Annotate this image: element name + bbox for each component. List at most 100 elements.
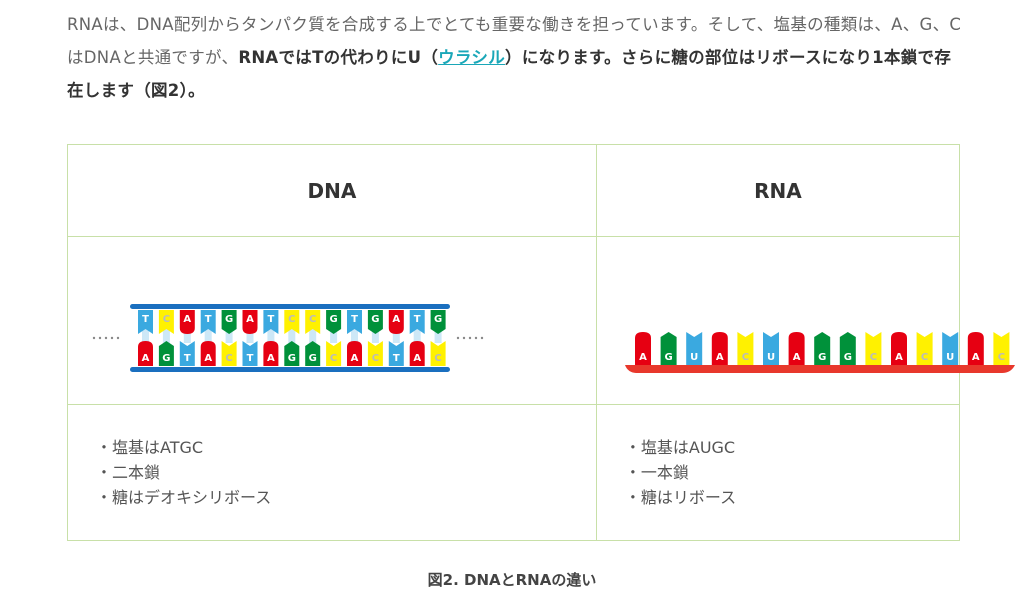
base-letter: A — [183, 314, 191, 325]
base-letter: A — [413, 353, 421, 364]
base-letter: G — [371, 314, 379, 325]
dots-left — [116, 336, 120, 340]
base-A-shape — [890, 332, 907, 365]
base-letter: A — [639, 352, 647, 363]
base-letter: C — [372, 353, 379, 364]
base-letter: A — [793, 352, 801, 363]
hydrogen-bond — [288, 329, 296, 343]
dna-features: ・塩基はATGC ・二本鎖 ・糖はデオキシリボース — [67, 404, 597, 541]
hydrogen-bond — [371, 329, 379, 343]
base-letter: C — [309, 314, 316, 325]
dots-left — [98, 336, 102, 340]
base-T-shape — [179, 341, 195, 366]
dots-right — [456, 336, 460, 340]
base-letter: G — [434, 314, 442, 325]
para-bold-1: RNAではTの代わりにU（ — [238, 48, 439, 67]
base-A-shape — [138, 341, 153, 366]
hydrogen-bond — [351, 329, 358, 343]
base-letter: C — [434, 353, 441, 364]
base-C-shape — [865, 332, 882, 365]
base-A-shape — [634, 332, 651, 365]
base-letter: T — [393, 353, 400, 364]
base-letter: G — [844, 352, 852, 363]
hydrogen-bond — [309, 329, 317, 343]
base-U-shape — [686, 332, 703, 365]
dots-right — [462, 336, 466, 340]
base-letter: A — [246, 314, 254, 325]
base-letter: A — [142, 353, 150, 364]
dna-top-backbone — [130, 304, 450, 309]
dna-feature-item: ・糖はデオキシリボース — [96, 488, 272, 507]
base-G-shape — [367, 310, 383, 334]
base-A-shape — [263, 341, 279, 366]
figure-caption: 図2. DNAとRNAの違い — [427, 571, 597, 589]
dots-left — [92, 336, 96, 340]
base-letter: A — [392, 314, 400, 325]
base-letter: A — [716, 352, 724, 363]
base-A-shape — [409, 341, 425, 366]
base-T-shape — [242, 341, 258, 366]
dna-header: DNA — [67, 144, 597, 237]
base-C-shape — [993, 332, 1010, 365]
base-letter: A — [351, 353, 359, 364]
base-letter: G — [225, 314, 233, 325]
base-T-shape — [200, 310, 216, 334]
base-A-shape — [242, 310, 258, 334]
dna-feature-item: ・二本鎖 — [96, 463, 161, 482]
hydrogen-bond — [204, 329, 212, 343]
base-letter: G — [162, 353, 170, 364]
hydrogen-bond — [142, 329, 149, 343]
base-letter: U — [946, 352, 954, 363]
base-letter: C — [998, 352, 1005, 363]
base-C-shape — [737, 332, 754, 365]
base-letter: G — [329, 314, 337, 325]
base-A-shape — [967, 332, 984, 365]
dna-bottom-backbone — [130, 367, 450, 372]
base-G-shape — [814, 332, 831, 365]
base-G-shape — [158, 341, 174, 366]
hydrogen-bond — [246, 329, 254, 343]
hydrogen-bond — [225, 329, 233, 343]
base-letter: A — [895, 352, 903, 363]
base-letter: T — [184, 353, 191, 364]
base-letter: U — [767, 352, 775, 363]
dna-feature-item: ・塩基はATGC — [96, 438, 204, 457]
base-U-shape — [762, 332, 779, 365]
base-C-shape — [916, 332, 933, 365]
base-T-shape — [347, 310, 362, 334]
dots-left — [110, 336, 114, 340]
para-text: RNAは、DNA配列からタンパク質を合成する上でとても重要な働きを担っています。… — [67, 15, 962, 67]
base-letter: G — [288, 353, 296, 364]
base-C-shape — [430, 341, 446, 366]
dots-right — [474, 336, 478, 340]
base-A-shape — [788, 332, 805, 365]
base-A-shape — [388, 310, 404, 334]
base-letter: T — [267, 314, 274, 325]
base-T-shape — [388, 341, 404, 366]
base-letter: A — [267, 353, 275, 364]
base-C-shape — [326, 341, 342, 366]
base-G-shape — [305, 341, 321, 366]
base-letter: C — [163, 314, 170, 325]
base-A-shape — [347, 341, 362, 366]
dots-right — [480, 336, 484, 340]
rna-feature-item: ・塩基はAUGC — [624, 438, 736, 457]
base-T-shape — [138, 310, 153, 334]
base-letter: G — [309, 353, 317, 364]
hydrogen-bond — [162, 329, 170, 343]
base-letter: A — [972, 352, 980, 363]
base-T-shape — [409, 310, 425, 334]
rna-feature-item: ・糖はリボース — [624, 488, 737, 507]
uracil-link[interactable]: ウラシル — [438, 48, 506, 67]
base-letter: C — [225, 353, 232, 364]
hydrogen-bond — [392, 329, 400, 343]
base-letter: T — [247, 353, 254, 364]
base-G-shape — [221, 310, 237, 334]
base-letter: T — [205, 314, 212, 325]
rna-header: RNA — [595, 144, 961, 237]
base-C-shape — [158, 310, 174, 334]
rna-backbone — [624, 365, 1015, 373]
base-C-shape — [305, 310, 321, 334]
